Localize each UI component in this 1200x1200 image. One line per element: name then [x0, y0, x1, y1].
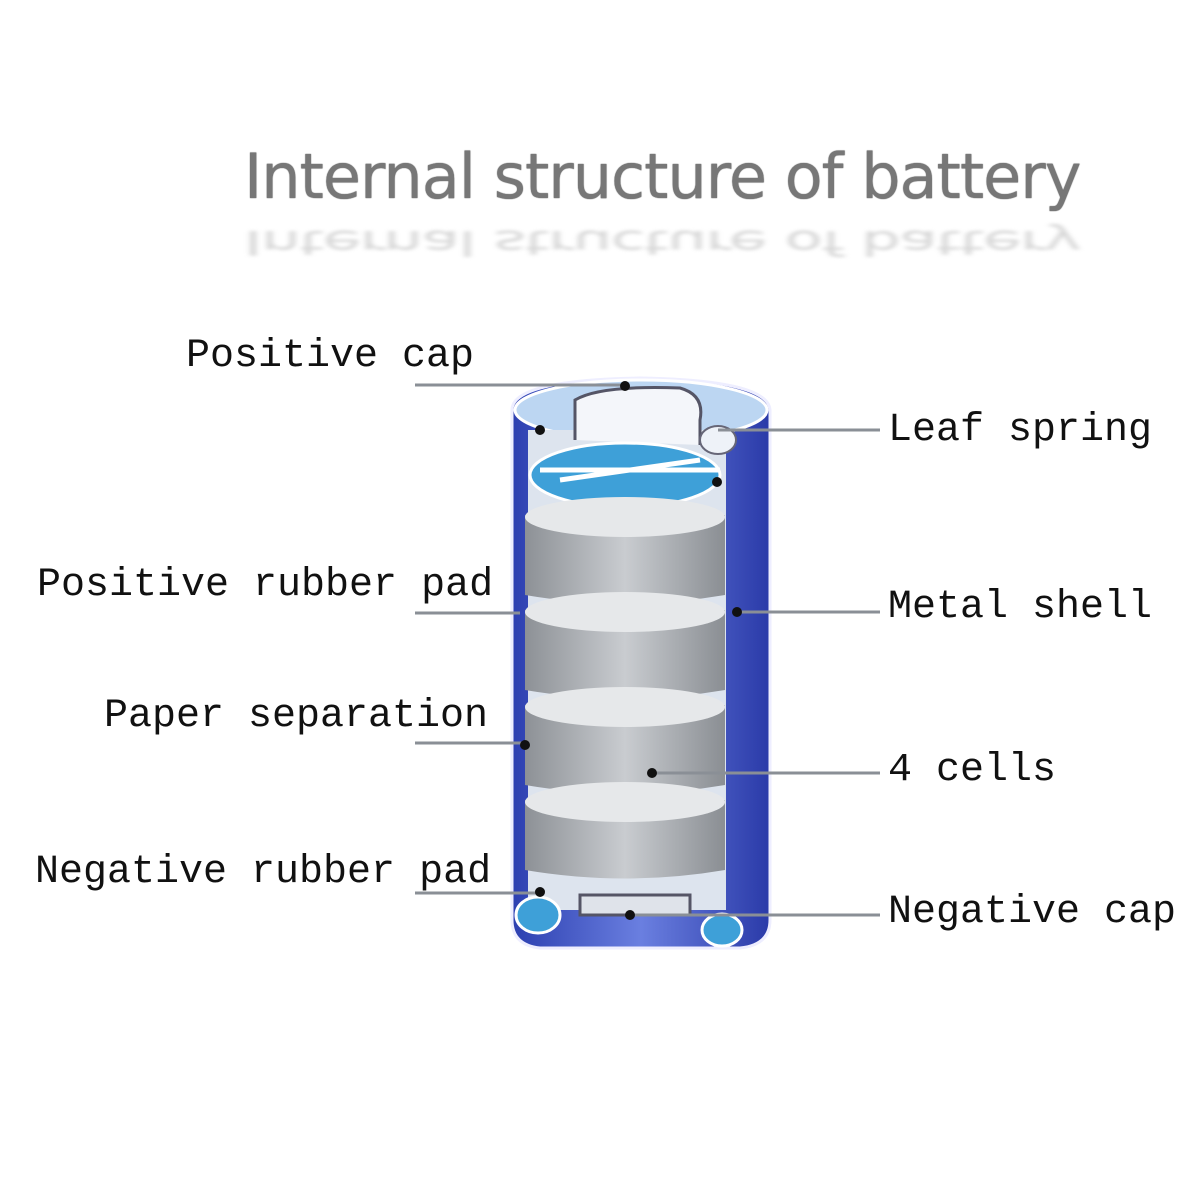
- label-4-cells: 4 cells: [888, 748, 1057, 793]
- cells: [525, 497, 725, 879]
- label-paper-separation: Paper separation: [104, 694, 489, 739]
- label-positive-rubber-pad: Positive rubber pad: [37, 563, 494, 608]
- label-negative-cap: Negative cap: [888, 890, 1177, 935]
- diagram-title: Internal structure of battery: [244, 140, 1081, 213]
- label-leaf-spring: Leaf spring: [888, 408, 1153, 453]
- label-positive-cap: Positive cap: [186, 334, 475, 379]
- leader-lines: [415, 383, 880, 917]
- leader-dots: [520, 381, 742, 920]
- label-negative-rubber-pad: Negative rubber pad: [35, 850, 492, 895]
- label-metal-shell: Metal shell: [888, 585, 1153, 630]
- positive-cap: [528, 386, 737, 509]
